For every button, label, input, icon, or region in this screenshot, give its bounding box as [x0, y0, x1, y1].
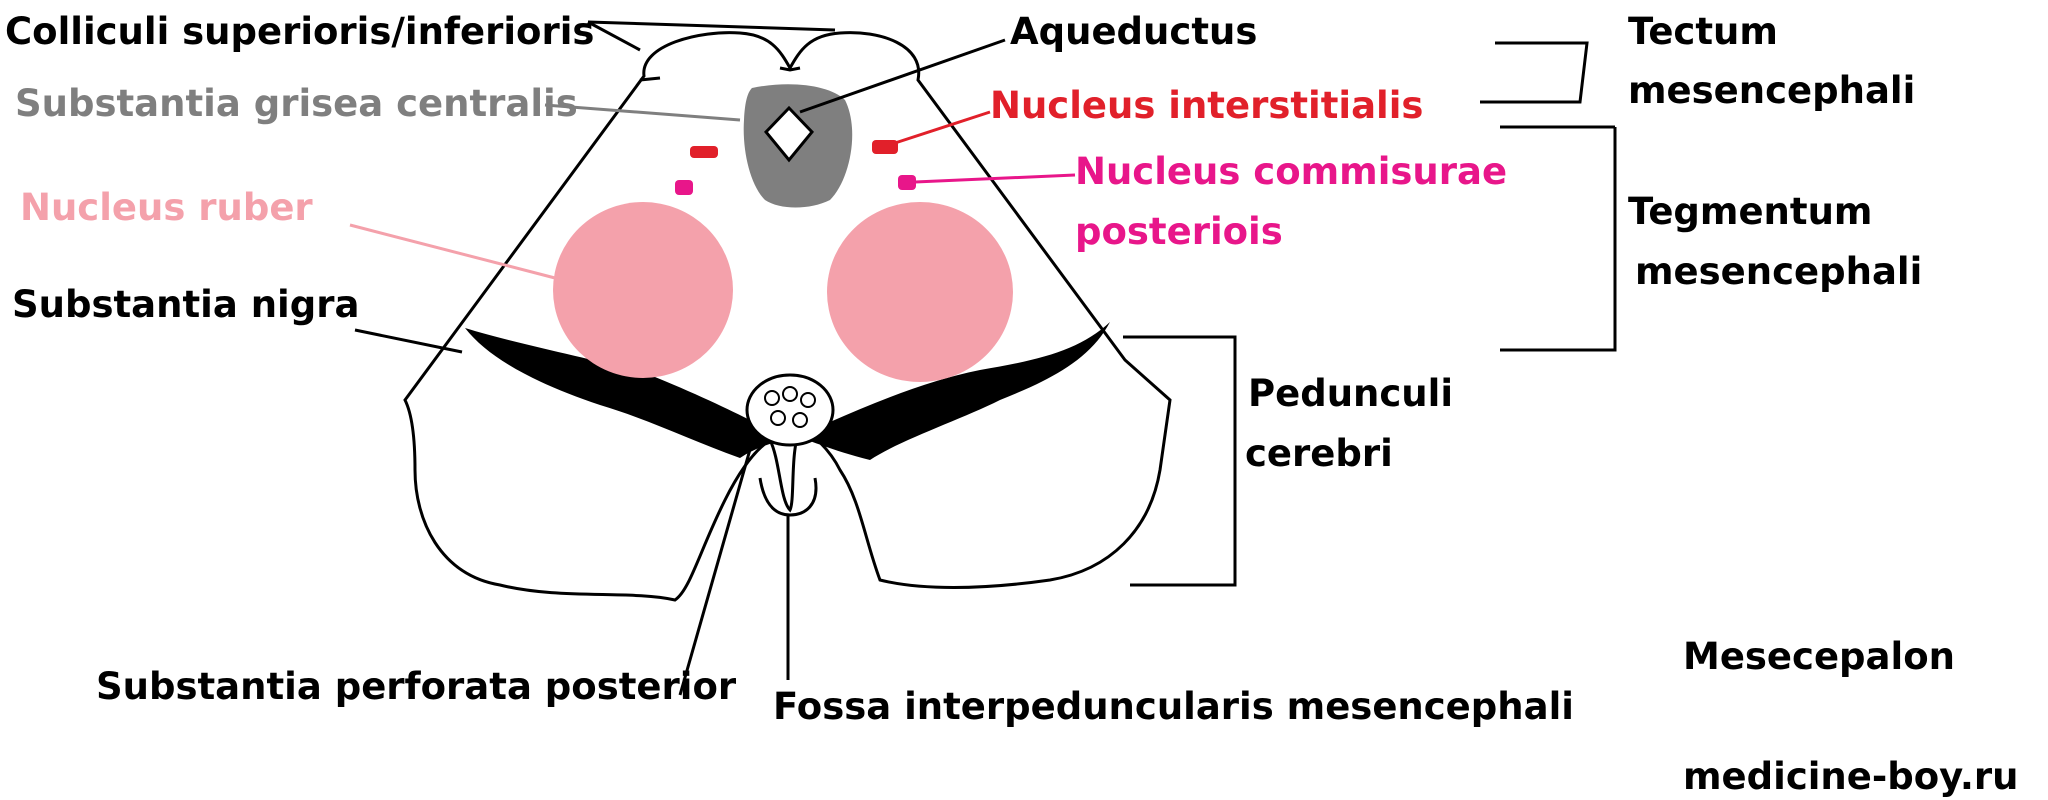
perforata-hole — [782, 386, 798, 402]
nucleus-ruber-left — [553, 202, 733, 378]
aqueductus-leader — [799, 38, 1006, 114]
label-nucleus-ruber: Nucleus ruber — [20, 186, 313, 229]
aqueductus-shape — [763, 105, 815, 163]
label-site: medicine-boy.ru — [1683, 755, 2019, 798]
midbrain-inner-line — [639, 76, 661, 82]
colliculi-leader-left — [587, 20, 641, 52]
fossa-cup — [758, 477, 818, 517]
perforata-oval — [745, 373, 835, 447]
grisea-leader — [544, 103, 741, 122]
perforata-hole — [770, 410, 786, 426]
colliculi-leader-right — [587, 20, 836, 32]
perforata-hole — [764, 390, 780, 406]
nucleus-ruber-right — [827, 202, 1013, 382]
label-colliculi: Colliculi superioris/inferioris — [5, 10, 595, 53]
tectum-bracket — [1480, 41, 1615, 129]
pedunculi-bracket — [1123, 335, 1237, 587]
label-fossa-interpeduncularis: Fossa interpeduncularis mesencephali — [773, 685, 1574, 728]
commisurae-leader — [914, 173, 1076, 184]
label-tectum-line2: mesencephali — [1628, 69, 1916, 112]
midbrain-outline — [403, 31, 1172, 602]
interstitialis-leader — [894, 110, 991, 145]
label-perforata-posterior: Substantia perforata posterior — [96, 665, 737, 708]
label-nucleus-interstitialis: Nucleus interstitialis — [990, 84, 1424, 127]
label-aqueductus: Aqueductus — [1010, 10, 1258, 53]
nigra-leader — [354, 328, 463, 354]
colliculi-notch — [779, 66, 801, 72]
commisurae-left — [675, 180, 693, 195]
label-grisea-centralis: Substantia grisea centralis — [15, 82, 578, 125]
leader-lines — [354, 20, 1006, 696]
label-commisurae-line1: Nucleus commisurae — [1075, 150, 1508, 193]
label-tegmentum-line1: Tegmentum — [1628, 190, 1873, 233]
label-tectum-line1: Tectum — [1628, 10, 1778, 53]
label-commisurae-line2: posteriois — [1075, 210, 1283, 253]
label-pedunculi-line1: Pedunculi — [1248, 372, 1454, 415]
perforata-hole — [792, 412, 808, 428]
ruber-leader — [349, 223, 556, 280]
label-substantia-nigra: Substantia nigra — [12, 283, 360, 326]
interstitialis-right — [872, 140, 898, 154]
commisurae-right — [898, 175, 916, 190]
label-pedunculi-line2: cerebri — [1245, 432, 1393, 475]
label-title: Mesecepalon — [1683, 635, 1955, 678]
tegmentum-bracket — [1500, 127, 1617, 352]
interstitialis-left — [690, 146, 718, 158]
label-tegmentum-line2: mesencephali — [1635, 250, 1923, 293]
perforata-leader — [678, 431, 757, 696]
perforata-hole — [800, 392, 816, 408]
